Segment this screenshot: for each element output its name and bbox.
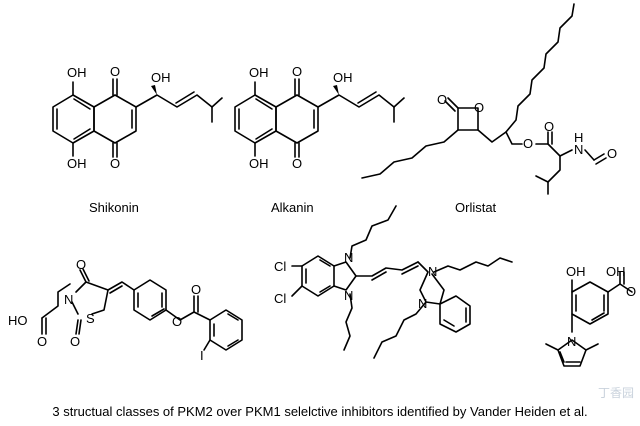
alkanin-oh-top-label: OH [249,65,269,80]
alkanin-structure [234,78,405,158]
tzd-carbonyl-o-label: O [191,282,201,297]
orlistat-ring-o-label: O [474,100,484,115]
tzd-acid-o-label: O [37,334,47,349]
alkanin-o-top-label: O [292,64,302,79]
alkanin-o-bottom-label: O [292,156,302,171]
figure-caption: 3 structual classes of PKM2 over PKM1 se… [52,404,588,419]
pyrrole-salicylic-structure [545,271,633,367]
tzd-s-label: S [86,311,95,326]
shikonin-structure [52,78,223,158]
tzd-compound-structure [41,268,243,351]
watermark-logo: 丁香园 [597,386,634,400]
tzd-o-bottom-label: O [70,334,80,349]
shikonin-o-top-label: O [110,64,120,79]
shikonin-oh-side-label: OH [151,70,171,85]
pyrrole-cmpd-oh-acid-label: OH [606,264,626,279]
orlistat-ester-o-label: O [523,136,533,151]
orlistat-ester-carbonyl-o-label: O [544,119,554,134]
orlistat-name: Orlistat [455,200,497,215]
orlistat-h-label: H [574,130,583,145]
dye-n-right-top-label: N [428,264,437,279]
dye-n-top-label: N [344,250,353,265]
tzd-n-label: N [64,292,73,307]
alkanin-oh-side-label: OH [333,70,353,85]
pyrrole-cmpd-oh-label: OH [566,264,586,279]
tzd-o-top-label: O [76,257,86,272]
dye-n-bottom-label: N [344,288,353,303]
tzd-ho-label: HO [8,313,28,328]
alkanin-oh-bottom-label: OH [249,156,269,171]
shikonin-oh-bottom-label: OH [67,156,87,171]
benzimidazole-dye-structure [291,205,513,359]
tzd-iodo-label: I [200,348,204,363]
dye-cl-top-label: Cl [274,259,286,274]
orlistat-structure [361,3,607,195]
pyrrole-cmpd-n-label: N [567,334,576,349]
shikonin-name: Shikonin [89,200,139,215]
pyrrole-cmpd-o-label: O [626,284,636,299]
orlistat-n-label: N [574,142,583,157]
shikonin-o-bottom-label: O [110,156,120,171]
dye-n-right-bottom-label: N [418,296,427,311]
tzd-ester-o-label: O [172,314,182,329]
shikonin-oh-top-label: OH [67,65,87,80]
dye-cl-bottom-label: Cl [274,291,286,306]
orlistat-formyl-o-label: O [607,146,617,161]
orlistat-carbonyl-o-label: O [437,92,447,107]
alkanin-name: Alkanin [271,200,314,215]
